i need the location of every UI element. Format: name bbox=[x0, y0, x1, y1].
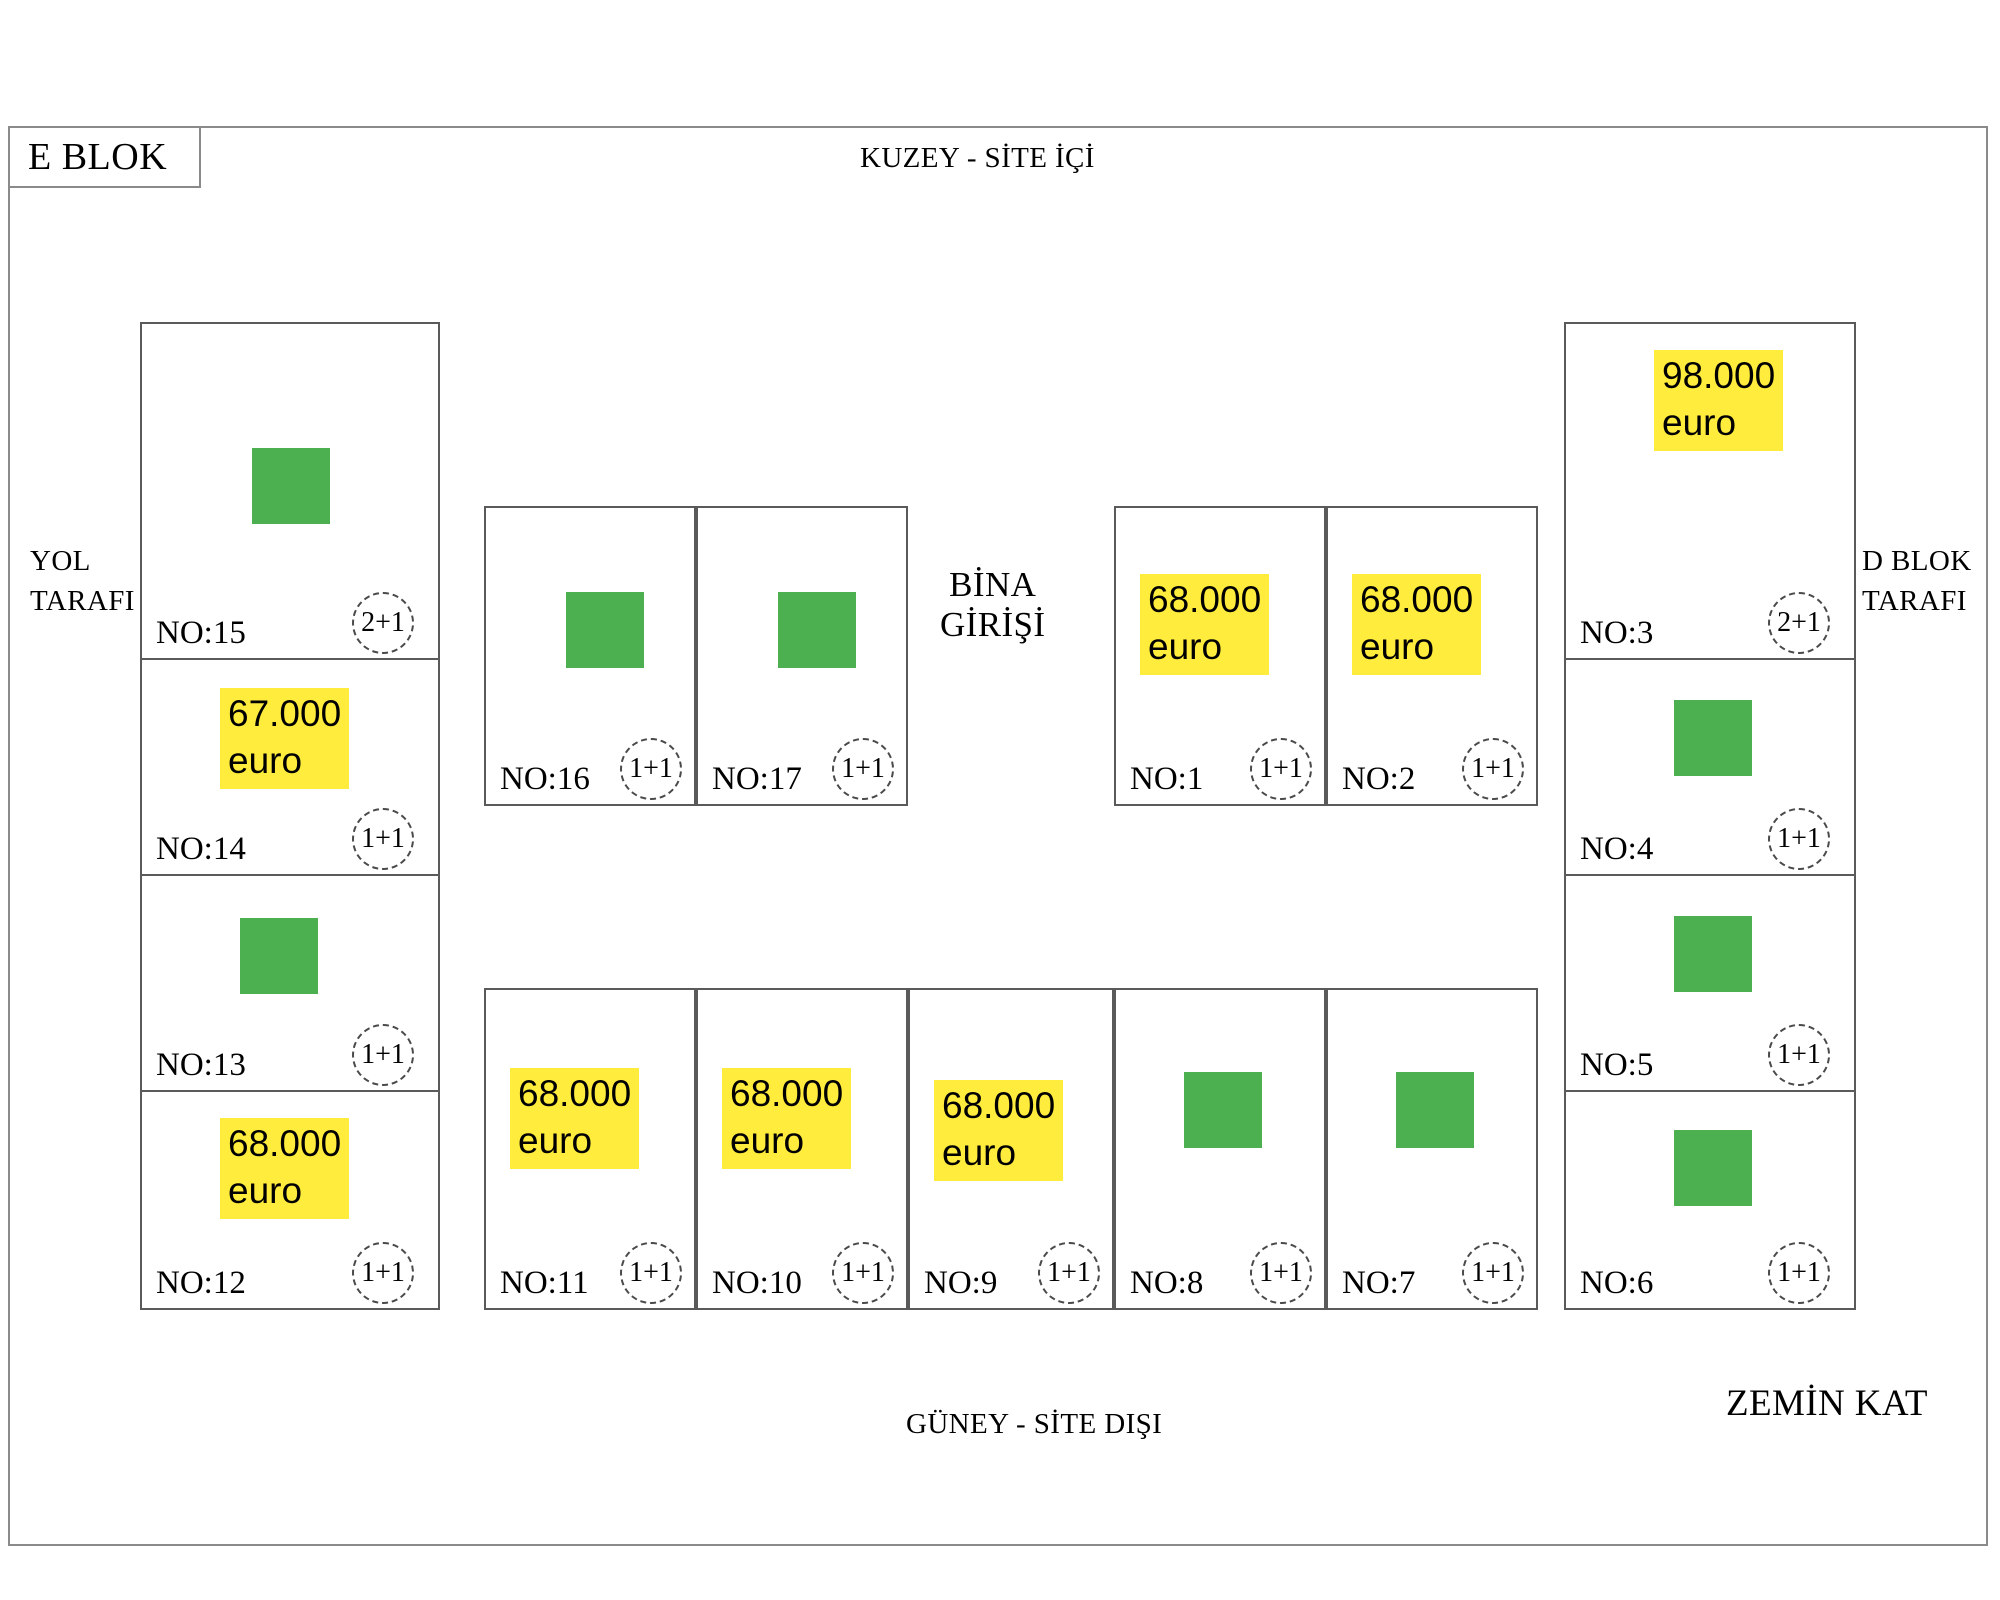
unit-no-7[interactable]: NO:7 1+1 bbox=[1326, 988, 1538, 1310]
price-currency: euro bbox=[518, 1120, 593, 1162]
unit-type-badge: 1+1 bbox=[1768, 1242, 1830, 1304]
unit-label: NO:8 bbox=[1130, 1265, 1204, 1301]
unit-no-6[interactable]: NO:6 1+1 bbox=[1564, 1092, 1856, 1310]
unit-type-badge: 1+1 bbox=[832, 1242, 894, 1304]
unit-no-12[interactable]: 68.000 euro NO:12 1+1 bbox=[140, 1092, 440, 1310]
price-tag: 68.000 euro bbox=[510, 1068, 640, 1169]
unit-no-4[interactable]: NO:4 1+1 bbox=[1564, 660, 1856, 876]
caption-south: GÜNEY - SİTE DIŞI bbox=[906, 1408, 1163, 1440]
unit-type-badge: 1+1 bbox=[1250, 738, 1312, 800]
drawing-frame bbox=[8, 126, 1988, 1546]
unit-type-badge: 1+1 bbox=[832, 738, 894, 800]
entrance-line1: BİNA bbox=[949, 565, 1037, 604]
unit-no-17[interactable]: NO:17 1+1 bbox=[696, 506, 908, 806]
price-tag: 68.000 euro bbox=[220, 1118, 350, 1219]
price-tag: 98.000 euro bbox=[1654, 350, 1784, 451]
unit-label: NO:17 bbox=[712, 761, 802, 797]
unit-label: NO:1 bbox=[1130, 761, 1204, 797]
unit-type-badge: 2+1 bbox=[1768, 592, 1830, 654]
caption-north: KUZEY - SİTE İÇİ bbox=[860, 142, 1095, 174]
availability-marker bbox=[1396, 1072, 1474, 1148]
unit-label: NO:4 bbox=[1580, 831, 1654, 867]
availability-marker bbox=[252, 448, 330, 524]
unit-no-11[interactable]: 68.000 euro NO:11 1+1 bbox=[484, 988, 696, 1310]
unit-type-badge: 1+1 bbox=[620, 738, 682, 800]
unit-label: NO:15 bbox=[156, 615, 246, 651]
unit-no-5[interactable]: NO:5 1+1 bbox=[1564, 876, 1856, 1092]
unit-no-10[interactable]: 68.000 euro NO:10 1+1 bbox=[696, 988, 908, 1310]
price-currency: euro bbox=[942, 1132, 1017, 1174]
price-amount: 67.000 bbox=[228, 693, 342, 734]
availability-marker bbox=[240, 918, 318, 994]
unit-no-15[interactable]: NO:15 2+1 bbox=[140, 322, 440, 660]
availability-marker bbox=[566, 592, 644, 668]
unit-type-badge: 1+1 bbox=[1768, 1024, 1830, 1086]
unit-type-badge: 1+1 bbox=[352, 1242, 414, 1304]
price-currency: euro bbox=[228, 740, 303, 782]
unit-no-3[interactable]: 98.000 euro NO:3 2+1 bbox=[1564, 322, 1856, 660]
availability-marker bbox=[1674, 916, 1752, 992]
caption-east: D BLOK TARAFI bbox=[1862, 541, 1972, 621]
unit-label: NO:10 bbox=[712, 1265, 802, 1301]
price-amount: 68.000 bbox=[1148, 579, 1262, 620]
unit-label: NO:2 bbox=[1342, 761, 1416, 797]
unit-type-badge: 1+1 bbox=[1038, 1242, 1100, 1304]
caption-west: YOL TARAFI bbox=[30, 541, 135, 621]
price-currency: euro bbox=[228, 1170, 303, 1212]
unit-label: NO:5 bbox=[1580, 1047, 1654, 1083]
building-entrance-label: BİNA GİRİŞİ bbox=[940, 565, 1045, 646]
unit-label: NO:6 bbox=[1580, 1265, 1654, 1301]
unit-type-badge: 1+1 bbox=[1250, 1242, 1312, 1304]
price-tag: 68.000 euro bbox=[1140, 574, 1270, 675]
unit-label: NO:13 bbox=[156, 1047, 246, 1083]
unit-no-9[interactable]: 68.000 euro NO:9 1+1 bbox=[908, 988, 1114, 1310]
caption-east-line2: TARAFI bbox=[1862, 585, 1967, 618]
unit-type-badge: 1+1 bbox=[620, 1242, 682, 1304]
price-currency: euro bbox=[1662, 402, 1737, 444]
unit-type-badge: 1+1 bbox=[352, 808, 414, 870]
price-amount: 68.000 bbox=[228, 1123, 342, 1164]
availability-marker bbox=[1184, 1072, 1262, 1148]
caption-west-line2: TARAFI bbox=[30, 585, 135, 618]
price-tag: 68.000 euro bbox=[934, 1080, 1064, 1181]
unit-type-badge: 1+1 bbox=[1462, 1242, 1524, 1304]
price-amount: 68.000 bbox=[942, 1085, 1056, 1126]
price-currency: euro bbox=[1360, 626, 1435, 668]
unit-type-badge: 1+1 bbox=[1768, 808, 1830, 870]
price-amount: 98.000 bbox=[1662, 355, 1776, 396]
unit-label: NO:11 bbox=[500, 1265, 589, 1301]
caption-floor: ZEMİN KAT bbox=[1726, 1383, 1928, 1424]
unit-type-badge: 2+1 bbox=[352, 592, 414, 654]
price-amount: 68.000 bbox=[1360, 579, 1474, 620]
price-amount: 68.000 bbox=[730, 1073, 844, 1114]
price-currency: euro bbox=[1148, 626, 1223, 668]
unit-label: NO:9 bbox=[924, 1265, 998, 1301]
price-tag: 68.000 euro bbox=[1352, 574, 1482, 675]
price-tag: 67.000 euro bbox=[220, 688, 350, 789]
unit-type-badge: 1+1 bbox=[352, 1024, 414, 1086]
unit-label: NO:3 bbox=[1580, 615, 1654, 651]
unit-label: NO:14 bbox=[156, 831, 246, 867]
price-currency: euro bbox=[730, 1120, 805, 1162]
caption-west-line1: YOL bbox=[30, 545, 91, 577]
unit-no-2[interactable]: 68.000 euro NO:2 1+1 bbox=[1326, 506, 1538, 806]
unit-type-badge: 1+1 bbox=[1462, 738, 1524, 800]
unit-no-8[interactable]: NO:8 1+1 bbox=[1114, 988, 1326, 1310]
availability-marker bbox=[778, 592, 856, 668]
availability-marker bbox=[1674, 700, 1752, 776]
block-tag: E BLOK bbox=[8, 126, 201, 188]
unit-label: NO:12 bbox=[156, 1265, 246, 1301]
price-tag: 68.000 euro bbox=[722, 1068, 852, 1169]
caption-east-line1: D BLOK bbox=[1862, 545, 1972, 577]
unit-label: NO:7 bbox=[1342, 1265, 1416, 1301]
block-tag-label: E BLOK bbox=[28, 136, 168, 178]
unit-no-1[interactable]: 68.000 euro NO:1 1+1 bbox=[1114, 506, 1326, 806]
unit-no-14[interactable]: 67.000 euro NO:14 1+1 bbox=[140, 660, 440, 876]
unit-no-16[interactable]: NO:16 1+1 bbox=[484, 506, 696, 806]
price-amount: 68.000 bbox=[518, 1073, 632, 1114]
unit-label: NO:16 bbox=[500, 761, 590, 797]
entrance-line2: GİRİŞİ bbox=[940, 605, 1046, 645]
availability-marker bbox=[1674, 1130, 1752, 1206]
unit-no-13[interactable]: NO:13 1+1 bbox=[140, 876, 440, 1092]
